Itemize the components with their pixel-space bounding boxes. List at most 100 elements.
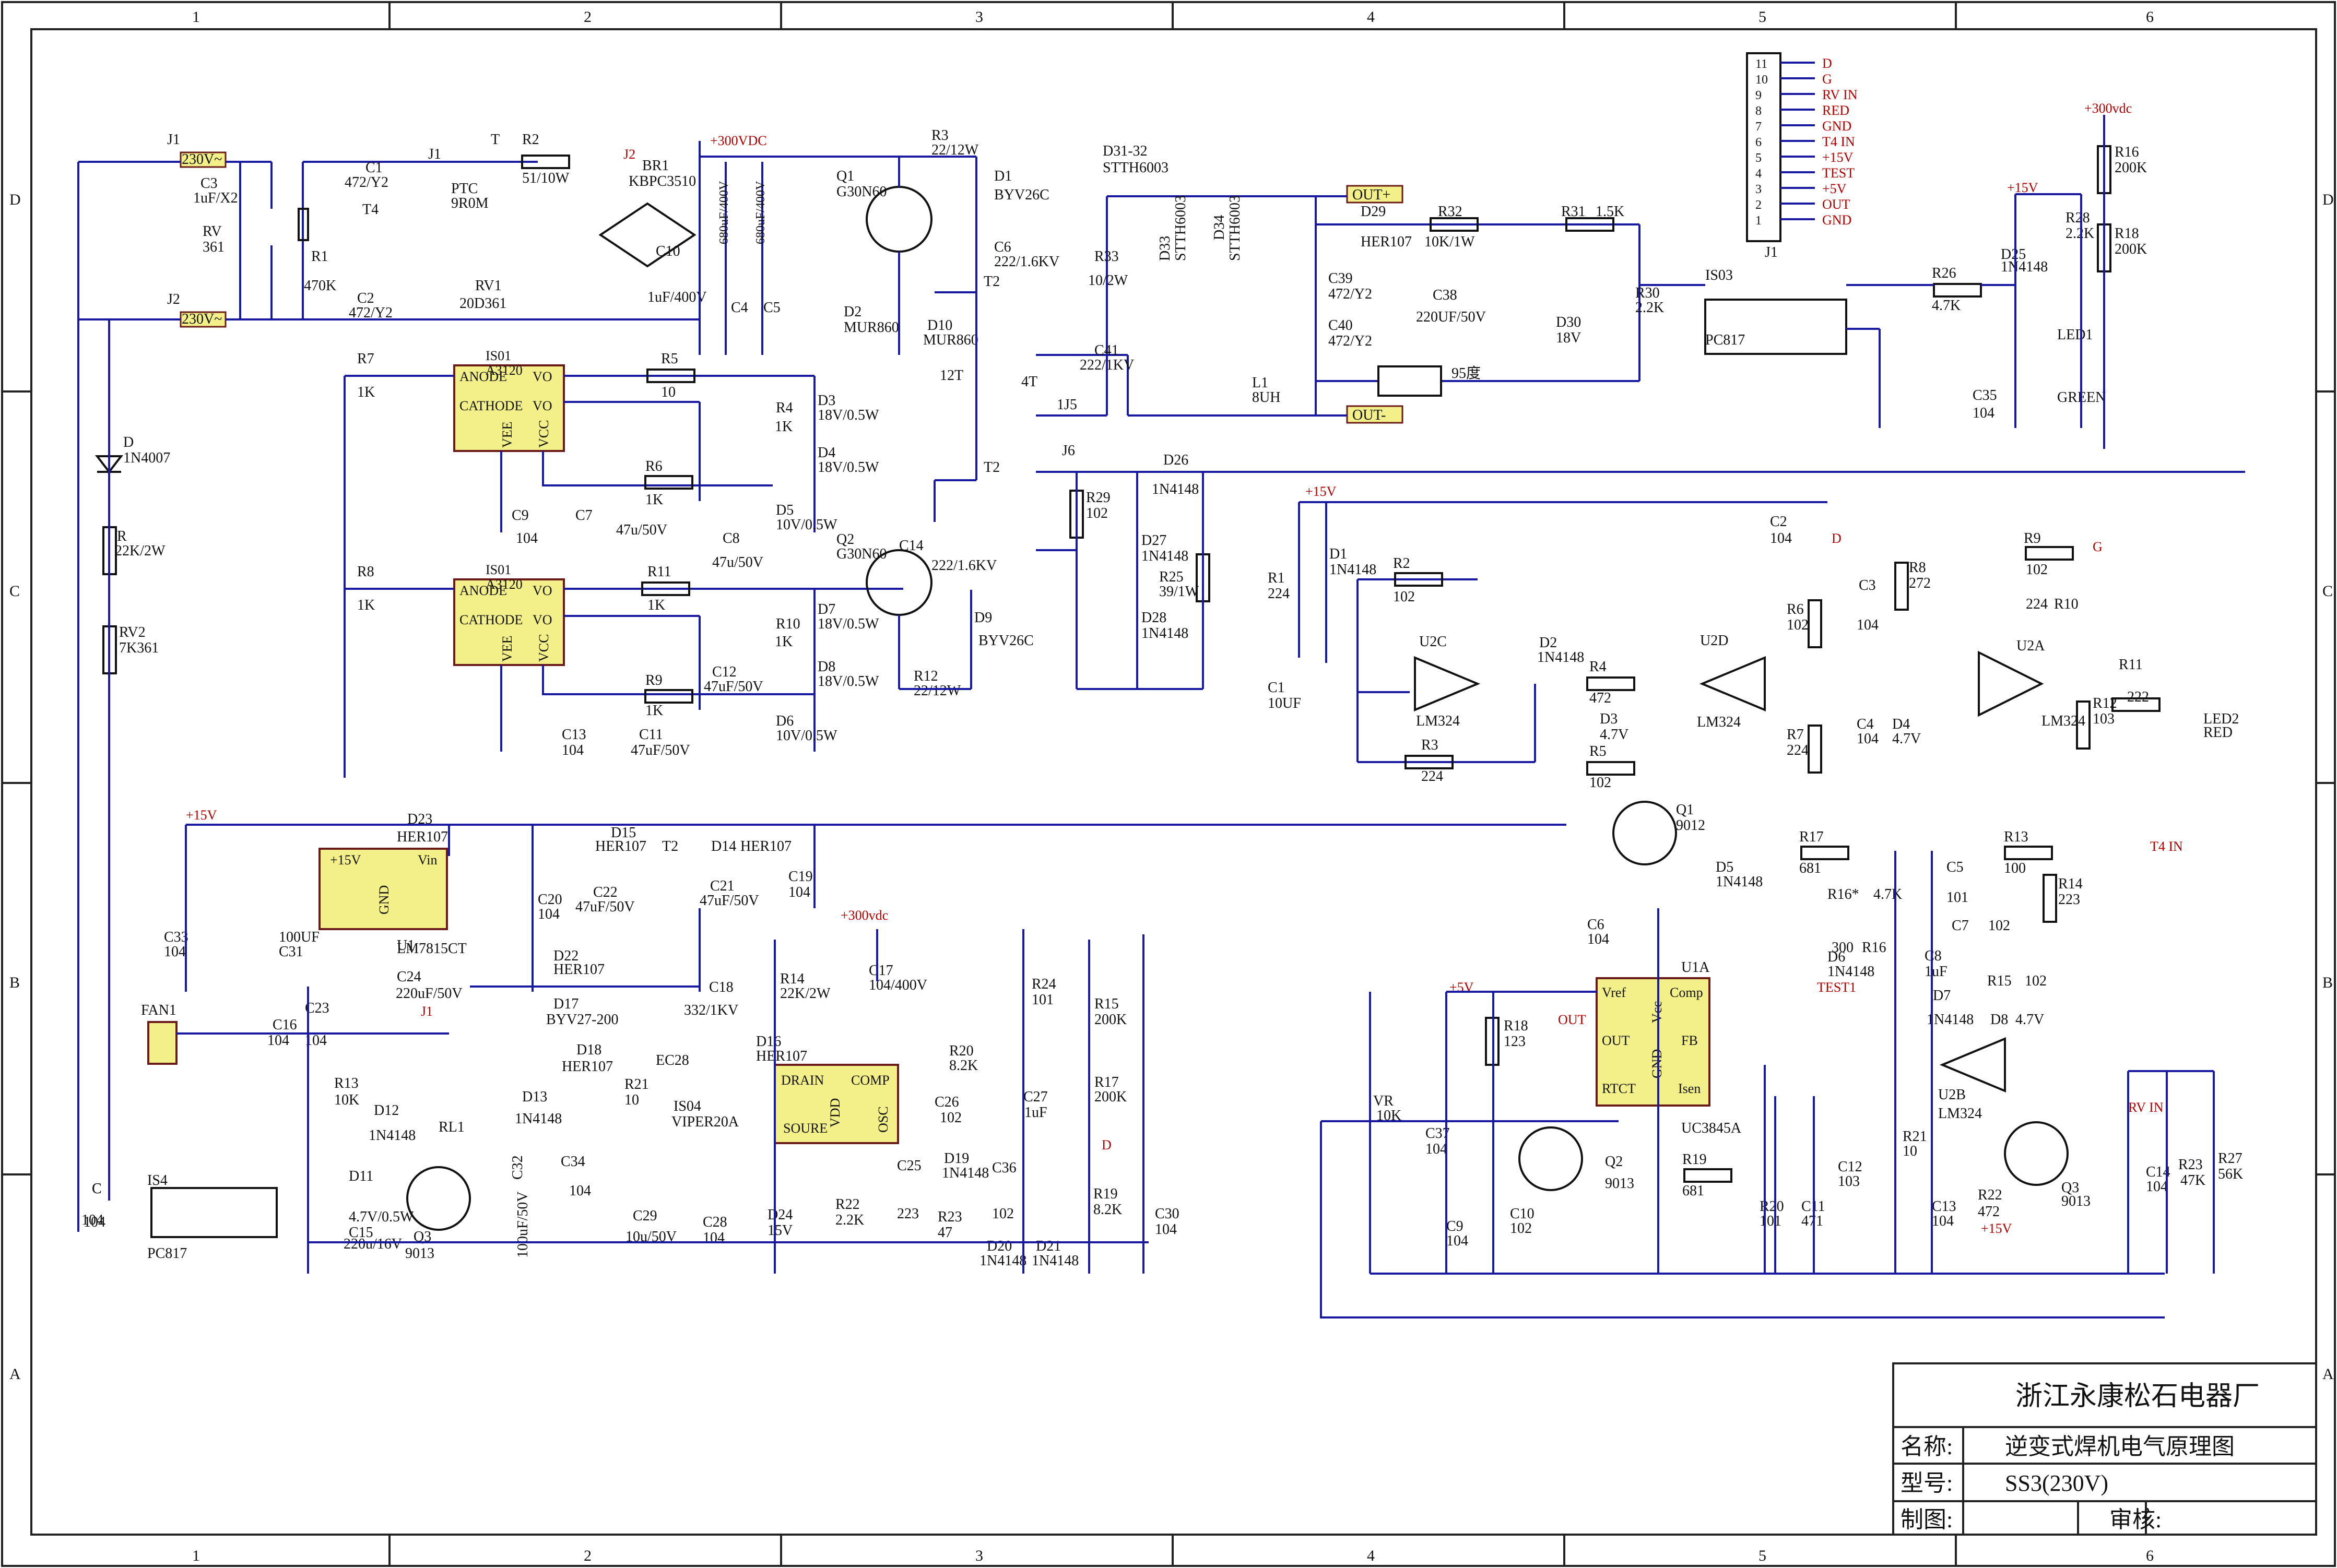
ec28-label: EC28 — [656, 1052, 689, 1068]
source-pin: SOURE — [783, 1121, 828, 1136]
r33-value: 10/2W — [1088, 272, 1128, 289]
u1a-label: U1A — [1681, 959, 1710, 976]
input-section: 230V~ 230V~ J1 J2 C3 1uF/X2 RV 361 R1 47… — [77, 132, 815, 1232]
d-net-label: D — [1102, 1137, 1112, 1153]
r8-label: R8 — [1909, 560, 1926, 576]
r2-value: 51/10W — [522, 170, 570, 186]
r5-value: 102 — [1589, 775, 1611, 791]
d2-value: 1N4148 — [1537, 649, 1584, 666]
r20-value: 101 — [1760, 1213, 1781, 1229]
r16-value: 200K — [2115, 160, 2147, 176]
control-section: +15V R1 224 D1 1N4148 R2 102 C1 10UF U2C… — [1268, 484, 2243, 1318]
r2-value: 102 — [1393, 589, 1415, 605]
vr-label: VR — [1373, 1093, 1394, 1109]
r1-label: R1 — [311, 248, 328, 265]
c-aux-label: C — [92, 1181, 102, 1197]
c1-label: C1 — [365, 160, 383, 176]
q3-aux-transistor — [406, 1166, 471, 1231]
l1-value: 8UH — [1252, 389, 1280, 406]
q1-value: 9012 — [1676, 817, 1705, 834]
br1-label: BR1 — [642, 158, 669, 174]
r11-label: R11 — [647, 564, 671, 580]
d4-value: 4.7V — [1892, 731, 1921, 747]
j1-pin-signal: OUT — [1822, 197, 1850, 212]
t2-sec-turns: 4T — [1021, 374, 1037, 390]
c12-value: 47uF/50V — [704, 679, 763, 695]
c20-value: 104 — [538, 906, 560, 922]
d7-value: 18V/0.5W — [818, 616, 879, 632]
d12-value: 1N4148 — [369, 1127, 416, 1144]
r9-value: 102 — [2026, 562, 2048, 578]
r13-label: R13 — [334, 1075, 359, 1091]
r5-label: R5 — [1589, 743, 1607, 759]
r24-value: 101 — [1032, 992, 1054, 1008]
d21-value: 1N4148 — [1032, 1253, 1079, 1269]
ac-input-1: 230V~ — [182, 151, 222, 168]
d13-value: 1N4148 — [515, 1111, 562, 1127]
d14-value: HER107 — [740, 838, 792, 854]
rtct-pin: RTCT — [1602, 1081, 1636, 1096]
r1-label: R1 — [1268, 570, 1285, 586]
r11-value: 1K — [647, 597, 665, 613]
j1-pin-signal: +15V — [1822, 150, 1854, 165]
c33-value: 104 — [164, 944, 186, 960]
d2-label: D2 — [1539, 635, 1557, 651]
j5-label: 1J5 — [1057, 397, 1077, 413]
d8-label: D8 — [818, 659, 835, 675]
c-label: C — [92, 1181, 102, 1197]
r23-label: R23 — [2178, 1157, 2203, 1173]
c8-value: 1uF — [1925, 964, 1947, 980]
c9-value: 104 — [516, 530, 538, 547]
r17-value: 200K — [1094, 1089, 1127, 1105]
c13-label: C13 — [1932, 1198, 1956, 1215]
c5-value: 101 — [1946, 889, 1968, 906]
r22-value: 2.2K — [835, 1212, 864, 1228]
t2-label: T2 — [984, 274, 1000, 290]
rv2-value: 7K361 — [119, 640, 159, 656]
r31-label: R31 — [1561, 204, 1586, 220]
led2-label: LED2 — [2203, 711, 2239, 727]
r21-value: 10 — [1903, 1143, 1917, 1159]
u2a-type: LM324 — [2041, 713, 2085, 729]
j1-pin-number: 3 — [1755, 183, 1762, 196]
r28-value: 2.2K — [2065, 225, 2094, 242]
p15b-label: +15V — [1981, 1221, 2012, 1236]
d-net-label: D — [1832, 531, 1842, 546]
current-sense: J6 D26 1N4148 R29 102 D27 1N4148 R25 39/… — [1036, 443, 2245, 690]
u2c-type: LM324 — [1416, 713, 1460, 729]
c6-value: 222/1.6KV — [994, 254, 1059, 270]
r28-label: R28 — [2065, 210, 2090, 226]
r21-value: 10 — [624, 1092, 639, 1108]
j1-pin-number: 7 — [1755, 120, 1762, 134]
c12-value: 103 — [1838, 1173, 1860, 1190]
u2a-label: U2A — [2016, 638, 2045, 654]
d24-label: D24 — [768, 1207, 793, 1223]
d5-label: D5 — [1716, 859, 1733, 875]
j1-pin-number: 11 — [1755, 57, 1767, 71]
c28-value: 104 — [703, 1230, 725, 1246]
thermal-switch-label: 95度 — [1451, 365, 1481, 382]
j1-pin-signal: T4 IN — [1822, 134, 1855, 149]
t-label: T — [491, 132, 500, 148]
out-net-label: OUT — [1558, 1012, 1586, 1027]
d9-value: BYV26C — [978, 633, 1034, 649]
r23-label: R23 — [938, 1209, 962, 1225]
vee-pin: VEE — [500, 421, 515, 448]
c5-label: C5 — [1946, 859, 1964, 875]
r21-label: R21 — [1903, 1129, 1927, 1145]
r8-value: 1K — [357, 597, 375, 613]
is03-label: IS03 — [1705, 267, 1733, 283]
ptc-label: PTC — [451, 181, 478, 197]
r26-value: 4.7K — [1932, 298, 1961, 314]
c35-value: 104 — [1973, 405, 1994, 421]
c34-value: 104 — [569, 1183, 591, 1199]
c38-label: C38 — [1433, 287, 1457, 303]
c37-value: 104 — [1425, 1141, 1447, 1157]
r1-value: 470K — [304, 278, 336, 294]
d26-label: D26 — [1163, 452, 1188, 468]
c9-value: 104 — [1446, 1233, 1468, 1249]
r10-value: 1K — [775, 634, 793, 650]
d10-label: D10 — [927, 317, 952, 334]
d30-value: 18V — [1556, 330, 1581, 346]
r23-value: 47K — [2180, 1172, 2205, 1189]
